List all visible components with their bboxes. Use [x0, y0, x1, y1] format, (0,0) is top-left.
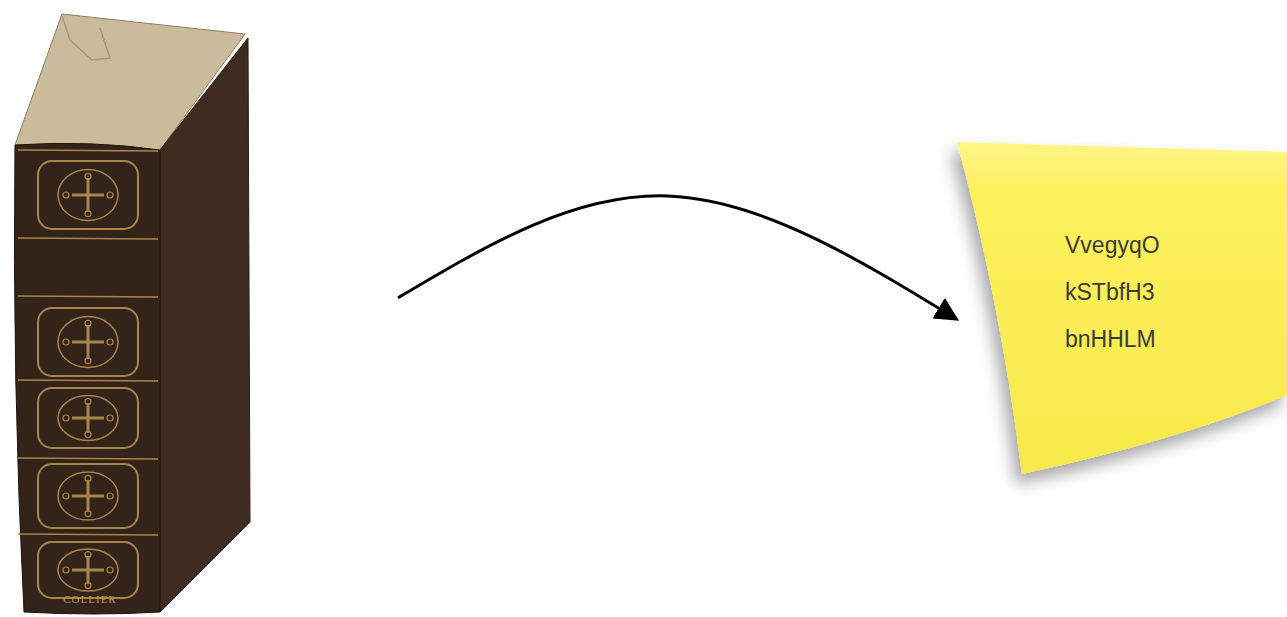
spine-emblem [38, 161, 138, 229]
spine-emblem [38, 308, 138, 376]
spine-rule [18, 296, 158, 297]
spine-emblem [38, 388, 138, 448]
book-spine-title: COLLIER [40, 593, 140, 606]
book-cover [160, 38, 250, 612]
book-illustration: COLLIER [10, 5, 398, 615]
spine-rule [18, 458, 158, 459]
page-crease [62, 16, 110, 60]
spine-rule [18, 238, 158, 239]
sticky-note-outline [955, 138, 1287, 478]
spine-rule [18, 534, 158, 535]
spine-emblem [38, 464, 138, 528]
spine-emblem [38, 542, 138, 598]
note-text: VvegyqO kSTbfH3 bnHHLM [1065, 222, 1195, 363]
spine-rule [18, 380, 158, 381]
sticky-note: VvegyqO kSTbfH3 bnHHLM [955, 138, 1287, 478]
spine-rule [18, 150, 158, 151]
flow-arrow [398, 196, 955, 318]
book-illustration-outline [10, 5, 398, 615]
note-paper [957, 142, 1287, 474]
book-spine [14, 143, 160, 614]
